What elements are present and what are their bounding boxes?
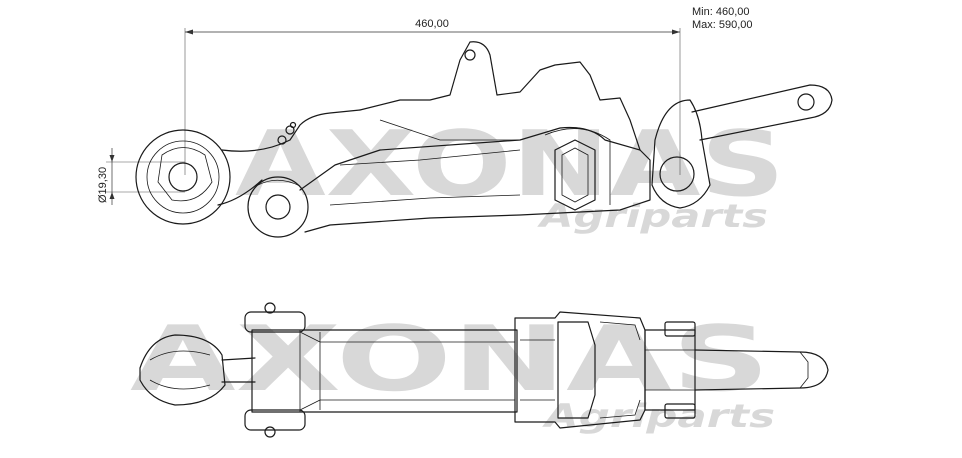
length-dimension: 460,00 [184,18,681,175]
length-range-label: Min: 460,00 Max: 590,00 [692,6,753,32]
watermark-sub-bottom: Agriparts [541,397,775,435]
watermark-sub-top: Agriparts [536,197,768,235]
diameter-dimension: Ø19,30 [97,148,185,205]
range-max: Max: 590,00 [692,19,753,31]
watermark-top: AXONAS Agriparts [235,112,785,235]
watermark-brand-top: AXONAS [235,112,785,217]
diameter-value: Ø19,30 [97,167,109,203]
range-min: Min: 460,00 [692,6,750,18]
watermark-bottom: AXONAS Agriparts [130,307,775,435]
stabilizer-top-view [139,302,829,438]
stabilizer-side-view [135,41,833,238]
length-value: 460,00 [415,18,449,30]
